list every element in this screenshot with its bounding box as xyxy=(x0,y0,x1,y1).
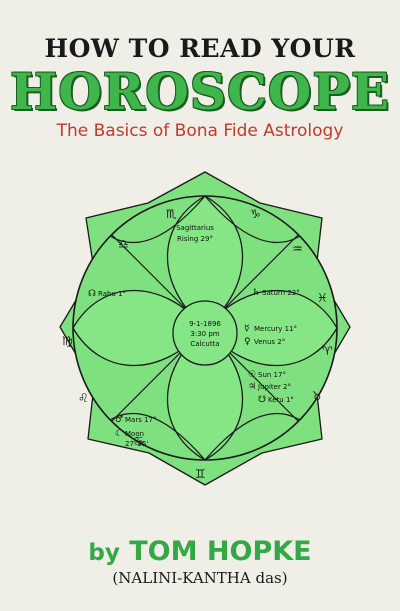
ketu-icon: ☋ xyxy=(258,395,266,405)
svg-text:♋: ♋ xyxy=(133,434,144,448)
rahu-label: Rahu 1° xyxy=(98,290,126,298)
saturn-icon: ♄ xyxy=(252,288,260,298)
svg-text:♓: ♓ xyxy=(317,291,328,305)
venus-icon: ♀ xyxy=(244,337,251,347)
mercury-label: Mercury 11° xyxy=(254,325,297,333)
sign-glyphs: ♏ ♑ ♒ ♓ ♈ ♉ ♍ ♌ ♋ ♊ ♎ xyxy=(62,207,333,481)
author-name: TOM HOPKE xyxy=(129,536,312,567)
svg-text:♒: ♒ xyxy=(292,242,303,256)
mercury-icon: ☿ xyxy=(244,324,250,334)
svg-text:♑: ♑ xyxy=(250,207,261,221)
center-place: Calcutta xyxy=(190,340,219,348)
ketu-label: Ketu 1° xyxy=(268,396,294,404)
svg-text:♎: ♎ xyxy=(118,237,129,251)
svg-text:♍: ♍ xyxy=(62,334,73,348)
author-alias: (NALINI-KANTHA das) xyxy=(112,569,288,587)
author-line: by TOM HOPKE xyxy=(0,536,400,567)
moon-icon: ☾ xyxy=(115,429,123,439)
svg-text:♌: ♌ xyxy=(78,391,89,405)
center-date: 9-1-1896 xyxy=(189,320,221,328)
mars-label: Mars 17° xyxy=(125,416,157,424)
svg-text:♉: ♉ xyxy=(312,389,323,403)
sun-icon: ☉ xyxy=(248,370,256,380)
moon-label: Moon xyxy=(125,430,144,438)
svg-text:♈: ♈ xyxy=(322,344,333,358)
rising-degree-label: Rising 29° xyxy=(177,235,213,243)
rahu-icon: ☊ xyxy=(88,289,96,299)
subtitle: The Basics of Bona Fide Astrology xyxy=(56,121,344,141)
mars-icon: ♂ xyxy=(115,415,123,425)
center-circle xyxy=(172,300,238,366)
jupiter-icon: ♃ xyxy=(248,382,256,392)
rising-sign-label: Sagittarius xyxy=(176,224,214,232)
moon-degree-label: 27°35' xyxy=(125,440,148,448)
jupiter-label: Jupiter 2° xyxy=(257,383,291,391)
venus-label: Venus 2° xyxy=(254,338,285,346)
saturn-label: Saturn 22° xyxy=(262,289,300,297)
author-by: by xyxy=(88,540,120,566)
title-line-1: HOW TO READ YOUR xyxy=(44,34,356,63)
wheel-petals xyxy=(72,195,338,461)
center-time: 3:30 pm xyxy=(190,330,219,338)
sun-label: Sun 17° xyxy=(258,371,286,379)
svg-text:♊: ♊ xyxy=(195,467,206,481)
title-horoscope: HOROSCOPE xyxy=(9,62,391,121)
svg-text:♏: ♏ xyxy=(166,207,177,221)
